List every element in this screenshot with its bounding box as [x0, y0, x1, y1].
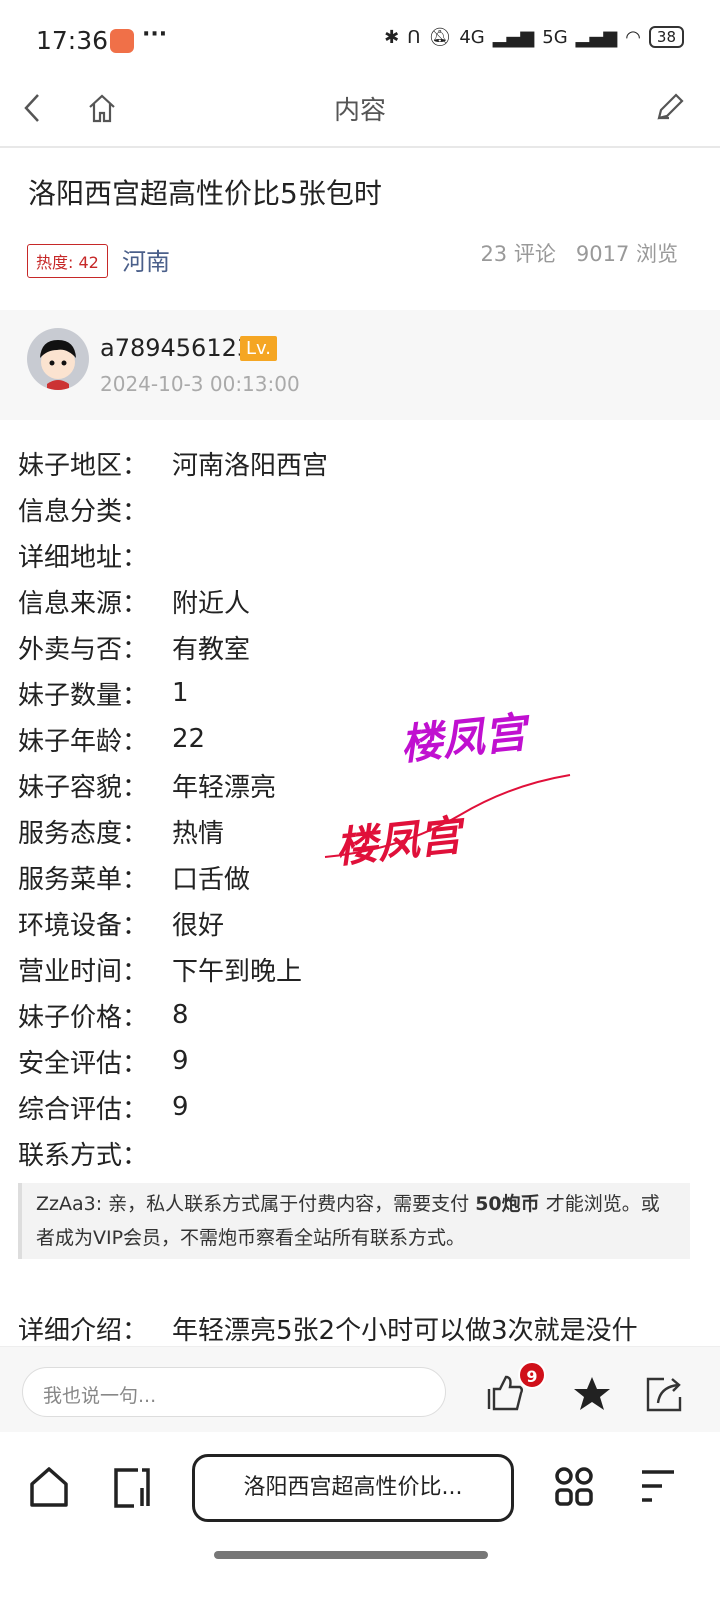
notice-text: ZzAa3: 亲，私人联系方式属于付费内容，需要支付 [36, 1193, 476, 1215]
edit-icon[interactable] [654, 90, 686, 122]
field-value: 9 [172, 1092, 189, 1122]
tabs-icon[interactable] [112, 1466, 152, 1510]
notice-text-suffix: 才能浏览。或者成为VIP会员，不需炮币察看全站所有联系方式。 [36, 1193, 660, 1249]
address-bar[interactable]: 洛阳西宫超高性价比... [192, 1454, 514, 1522]
post-stats: 23 评论 9017 浏览 [480, 238, 678, 268]
field-label: 环境设备： [18, 910, 149, 941]
signal-bars-icon: ▂▄▆ [575, 26, 618, 48]
field-label: 妹子年龄： [18, 726, 149, 757]
info-row: 妹子价格： 8 [18, 992, 708, 1038]
field-value: 下午到晚上 [172, 956, 303, 987]
comment-count: 23 评论 [480, 242, 556, 266]
more-notifications-icon: ··· [142, 22, 168, 47]
status-icons: ✱ ᑎ 🔕︎ 4G ▂▄▆ 5G ▂▄▆ ◠ 38 [384, 26, 684, 48]
field-value: 9 [172, 1046, 189, 1076]
apps-grid-icon[interactable] [554, 1466, 594, 1508]
info-row: 营业时间： 下午到晚上 [18, 946, 708, 992]
status-time: 17:36 [36, 26, 109, 55]
info-row: 妹子数量： 1 [18, 670, 708, 716]
info-row: 信息来源： 附近人 [18, 578, 708, 624]
info-row: 联系方式： [18, 1130, 708, 1176]
like-icon[interactable] [486, 1373, 526, 1413]
signal-bars-icon: ▂▄▆ [492, 26, 535, 48]
detail-value: 年轻漂亮5张2个小时可以做3次就是没什 [172, 1316, 638, 1346]
paid-contact-notice: ZzAa3: 亲，私人联系方式属于付费内容，需要支付 50炮币 才能浏览。或者成… [18, 1183, 690, 1259]
mute-icon: 🔕︎ [428, 26, 452, 48]
field-label: 信息来源： [18, 588, 149, 619]
field-label: 妹子地区： [18, 450, 149, 481]
field-label: 信息分类： [18, 496, 149, 527]
avatar[interactable] [27, 328, 89, 390]
field-value: 附近人 [172, 588, 251, 619]
favorite-star-icon[interactable] [573, 1375, 611, 1413]
level-badge: Lv. [240, 336, 278, 361]
detail-intro: 详细介绍： 年轻漂亮5张2个小时可以做3次就是没什 [18, 1310, 638, 1347]
wifi-icon: ◠ [625, 26, 641, 48]
field-label: 综合评估： [18, 1094, 149, 1125]
info-row: 信息分类： [18, 486, 708, 532]
author-name[interactable]: a789456123 [100, 334, 253, 362]
battery-icon: 38 [648, 26, 684, 48]
like-count-badge: 9 [518, 1361, 546, 1389]
field-value: 热情 [172, 818, 225, 849]
field-value: 22 [172, 724, 206, 754]
detail-label: 详细介绍： [18, 1316, 149, 1346]
status-bar: 17:36 ··· ✱ ᑎ 🔕︎ 4G ▂▄▆ 5G ▂▄▆ ◠ 38 [0, 0, 720, 80]
field-label: 服务菜单： [18, 864, 149, 895]
field-label: 妹子容貌： [18, 772, 149, 803]
field-label: 妹子价格： [18, 1002, 149, 1033]
info-row: 妹子容貌： 年轻漂亮 [18, 762, 708, 808]
field-label: 安全评估： [18, 1048, 149, 1079]
field-value: 年轻漂亮 [172, 772, 277, 803]
info-row: 环境设备： 很好 [18, 900, 708, 946]
earbuds-icon: ᑎ [407, 26, 421, 48]
post-title: 洛阳西宫超高性价比5张包时 [28, 177, 382, 210]
info-row: 服务菜单： 口舌做 [18, 854, 708, 900]
comment-bar: 我也说一句... 9 [0, 1346, 720, 1432]
field-label: 营业时间： [18, 956, 149, 987]
browser-home-icon[interactable] [28, 1466, 70, 1508]
info-row: 安全评估： 9 [18, 1038, 708, 1084]
region-link[interactable]: 河南 [122, 248, 170, 276]
notice-amount: 50炮币 [475, 1193, 540, 1215]
gesture-home-bar[interactable] [214, 1551, 488, 1559]
field-label: 妹子数量： [18, 680, 149, 711]
author-info: a789456123 Lv. 2024-10-3 00:13:00 [0, 310, 720, 420]
field-value: 口舌做 [172, 864, 251, 895]
field-label: 服务态度： [18, 818, 149, 849]
field-label: 详细地址： [18, 542, 149, 573]
signal-5g-icon: 5G [542, 26, 568, 48]
home-icon[interactable] [86, 92, 118, 124]
comment-input[interactable]: 我也说一句... [22, 1367, 446, 1417]
info-row: 服务态度： 热情 [18, 808, 708, 854]
info-row: 综合评估： 9 [18, 1084, 708, 1130]
heat-badge: 热度: 42 [27, 244, 108, 278]
field-label: 联系方式： [18, 1140, 149, 1171]
field-label: 外卖与否： [18, 634, 149, 665]
browser-bottom-nav: 洛阳西宫超高性价比... [0, 1432, 720, 1600]
field-value: 1 [172, 678, 189, 708]
field-value: 河南洛阳西宫 [172, 450, 329, 481]
watermark-curve [324, 774, 571, 858]
info-row: 外卖与否： 有教室 [18, 624, 708, 670]
view-count: 9017 浏览 [575, 242, 678, 266]
page-title: 内容 [333, 96, 386, 126]
post-date: 2024-10-3 00:13:00 [100, 372, 300, 396]
info-row: 妹子年龄： 22 [18, 716, 708, 762]
post-header: 洛阳西宫超高性价比5张包时 热度: 42 河南 23 评论 9017 浏览 [0, 150, 720, 310]
app-notification-icon [110, 29, 134, 53]
info-fields: 妹子地区：河南洛阳西宫信息分类：详细地址：信息来源：附近人外卖与否：有教室妹子数… [18, 440, 708, 1176]
field-value: 有教室 [172, 634, 251, 665]
field-value: 很好 [172, 910, 225, 941]
field-value: 8 [172, 1000, 189, 1030]
info-row: 妹子地区： 河南洛阳西宫 [18, 440, 708, 486]
share-icon[interactable] [644, 1375, 684, 1413]
menu-icon[interactable] [638, 1468, 678, 1506]
nav-bar: 内容 [0, 68, 720, 148]
signal-4g-icon: 4G [459, 26, 485, 48]
info-row: 详细地址： [18, 532, 708, 578]
back-icon[interactable] [20, 92, 44, 124]
bluetooth-icon: ✱ [384, 26, 400, 48]
